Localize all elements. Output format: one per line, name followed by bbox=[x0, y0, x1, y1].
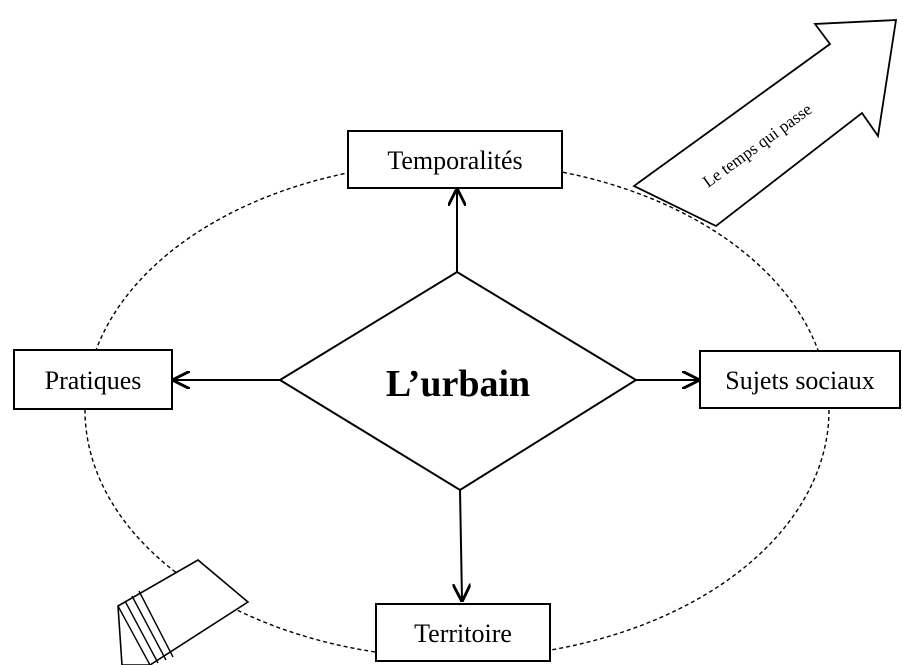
node-pratiques-box bbox=[13, 349, 173, 410]
node-temporalites-box bbox=[347, 130, 563, 189]
center-node: L’urbain bbox=[278, 270, 638, 492]
node-temporalites-label: Temporalités bbox=[387, 146, 522, 175]
node-territoire: Territoire bbox=[375, 603, 551, 662]
node-territoire-label: Territoire bbox=[414, 619, 512, 648]
node-sujets-sociaux: Sujets sociaux bbox=[699, 350, 901, 409]
node-territoire-box bbox=[375, 603, 551, 662]
node-sujets-sociaux-label: Sujets sociaux bbox=[725, 366, 875, 395]
node-pratiques: Pratiques bbox=[13, 349, 173, 410]
tail-arrow-shape bbox=[117, 559, 250, 665]
center-diamond bbox=[278, 270, 638, 492]
node-temporalites: Temporalités bbox=[347, 130, 563, 189]
connector-to-bottom bbox=[460, 489, 462, 600]
time-arrow-shape bbox=[632, 19, 898, 228]
node-sujets-sociaux-box bbox=[699, 350, 901, 409]
node-pratiques-label: Pratiques bbox=[45, 366, 142, 395]
time-arrow: Le temps qui passe bbox=[632, 19, 898, 228]
center-label: L’urbain bbox=[386, 363, 530, 405]
